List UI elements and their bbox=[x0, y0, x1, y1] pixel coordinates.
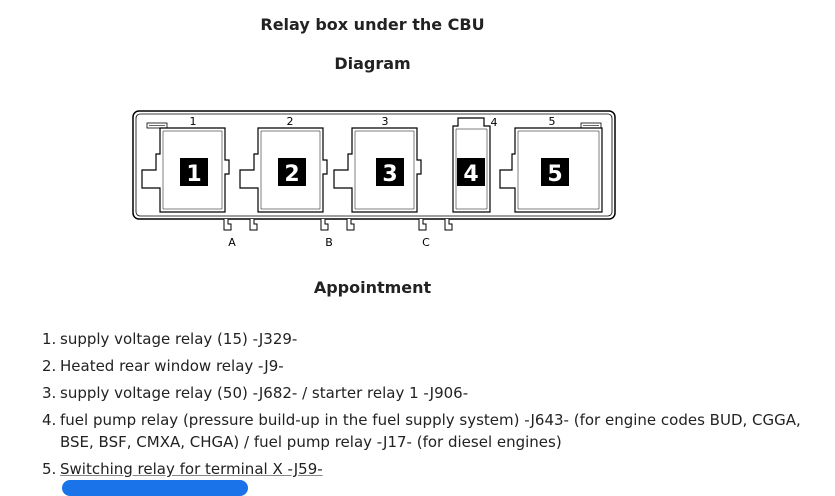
legend-item: 2. Heated rear window relay -J9- bbox=[42, 355, 802, 377]
legend-item-text: fuel pump relay (pressure build-up in th… bbox=[60, 411, 801, 451]
slot-number-1: 1 bbox=[190, 115, 197, 128]
connector-clip-b bbox=[320, 219, 355, 231]
relay-badge-1-label: 1 bbox=[186, 162, 201, 187]
relay-badge-3-label: 3 bbox=[382, 162, 397, 187]
connector-clip-a bbox=[223, 219, 258, 231]
relay-box-diagram: 1 2 3 4 5 1 2 3 4 5 A B C bbox=[132, 110, 616, 249]
connector-clip-c bbox=[418, 219, 453, 231]
relay-badge-2-label: 2 bbox=[284, 162, 299, 187]
relay-badge-2 bbox=[278, 158, 306, 186]
connector-label-b: B bbox=[325, 236, 333, 249]
appointment-heading: Appointment bbox=[313, 278, 432, 297]
relay-badge-4 bbox=[457, 158, 485, 186]
legend-item-text: Heated rear window relay -J9- bbox=[60, 357, 284, 375]
slot-number-4: 4 bbox=[491, 116, 498, 129]
legend-item-number: 2. bbox=[42, 357, 57, 375]
floating-action-pill[interactable] bbox=[62, 480, 248, 496]
legend-item: 5. Switching relay for terminal X -J59- bbox=[42, 458, 802, 480]
legend-item-number: 1. bbox=[42, 330, 57, 348]
slot-number-3: 3 bbox=[382, 115, 389, 128]
legend-item: 3. supply voltage relay (50) -J682- / st… bbox=[42, 382, 802, 404]
legend-item: 1. supply voltage relay (15) -J329- bbox=[42, 328, 802, 350]
legend-item-text: supply voltage relay (50) -J682- / start… bbox=[60, 384, 469, 402]
slot-number-5: 5 bbox=[549, 115, 556, 128]
relay-badge-1 bbox=[180, 158, 208, 186]
legend-item-number: 3. bbox=[42, 384, 57, 402]
legend-item-number: 5. bbox=[42, 460, 57, 478]
legend-item-number: 4. bbox=[42, 411, 57, 429]
slot-number-2: 2 bbox=[287, 115, 294, 128]
relay-legend-list: 1. supply voltage relay (15) -J329- 2. H… bbox=[42, 328, 802, 485]
relay-badge-3 bbox=[376, 158, 404, 186]
relay-badge-5-label: 5 bbox=[547, 162, 562, 187]
diagram-heading: Diagram bbox=[334, 54, 411, 73]
connector-label-c: C bbox=[422, 236, 430, 249]
legend-item-text: supply voltage relay (15) -J329- bbox=[60, 330, 298, 348]
relay-badge-5 bbox=[541, 158, 569, 186]
connector-label-a: A bbox=[228, 236, 236, 249]
legend-item: 4. fuel pump relay (pressure build-up in… bbox=[42, 409, 802, 453]
relay-badge-4-label: 4 bbox=[463, 162, 478, 187]
relay-box-inner-outline bbox=[135, 113, 613, 217]
legend-item-text[interactable]: Switching relay for terminal X -J59- bbox=[60, 460, 323, 478]
page-title: Relay box under the CBU bbox=[260, 15, 485, 34]
